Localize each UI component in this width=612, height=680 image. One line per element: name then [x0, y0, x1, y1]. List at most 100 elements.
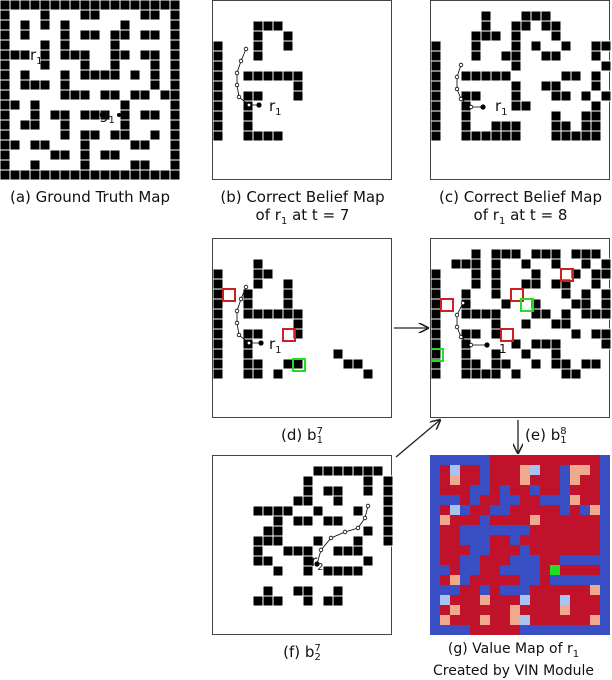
value-cell: [540, 595, 550, 605]
value-cell: [600, 465, 610, 475]
belief-b1-8-wall-cell: [580, 258, 592, 270]
value-cell: [530, 625, 540, 635]
value-cell: [540, 555, 550, 565]
belief-t8-trajectory-node: [458, 62, 464, 68]
panel-correct-belief-t7: r1: [212, 0, 392, 180]
value-cell: [550, 465, 560, 475]
value-cell: [540, 455, 550, 465]
value-cell: [550, 615, 560, 625]
belief-b2-7-wall-cell: [272, 565, 284, 577]
robot-sub-c: 1: [501, 107, 508, 118]
value-cell: [430, 605, 440, 615]
belief-b1-8-wall-cell: [570, 368, 582, 380]
value-cell: [530, 495, 540, 505]
frontier-red-box: [510, 288, 524, 302]
belief-t8-wall-cell: [490, 30, 502, 42]
value-cell: [460, 615, 470, 625]
value-cell: [480, 585, 490, 595]
value-cell: [480, 515, 490, 525]
ground-truth-wall-cell: [119, 49, 131, 61]
value-cell: [600, 475, 610, 485]
value-cell: [470, 595, 480, 605]
robot-partial-label-e: 1: [499, 342, 507, 356]
value-cell: [600, 515, 610, 525]
value-cell: [510, 595, 520, 605]
frontier-green-box: [431, 348, 444, 362]
value-cell: [580, 535, 590, 545]
belief-b2-7-wall-cell: [332, 495, 344, 507]
value-cell: [520, 575, 530, 585]
belief-b1-8-wall-cell: [490, 288, 502, 300]
panel-correct-belief-t8: r1: [430, 0, 611, 180]
robot-label-b: r1: [269, 97, 282, 118]
value-cell: [450, 605, 460, 615]
value-cell: [580, 505, 590, 515]
belief-b2-7-wall-cell: [352, 565, 364, 577]
value-cell: [500, 465, 510, 475]
panel-belief-b1-7: r1: [212, 238, 392, 418]
belief-b1-7-wall-cell: [252, 278, 264, 290]
value-cell: [530, 455, 540, 465]
value-cell: [590, 545, 600, 555]
value-cell: [540, 615, 550, 625]
value-cell: [570, 475, 580, 485]
value-cell: [510, 465, 520, 475]
value-cell: [590, 485, 600, 495]
value-cell: [550, 595, 560, 605]
value-cell: [500, 505, 510, 515]
value-cell: [490, 585, 500, 595]
value-cell: [580, 475, 590, 485]
belief-t8-wall-cell: [560, 40, 572, 52]
value-cell: [440, 615, 450, 625]
value-cell: [600, 585, 610, 595]
robot-sub-d: 1: [275, 345, 282, 356]
panel-belief-b1-8: 1: [430, 238, 611, 418]
value-cell: [570, 535, 580, 545]
value-cell: [570, 605, 580, 615]
ground-truth-wall-cell: [89, 29, 101, 41]
belief-b1-8-wall-cell: [560, 318, 572, 330]
value-cell: [600, 485, 610, 495]
belief-b1-8-grid: [431, 248, 611, 380]
caption-g-line1: (g) Value Map of r1: [415, 641, 612, 663]
belief-b1-7-trajectory-node: [243, 284, 249, 290]
value-cell: [580, 485, 590, 495]
value-cell: [430, 565, 440, 575]
belief-b1-7-wall-cell: [252, 328, 264, 340]
value-cell: [440, 455, 450, 465]
value-cell: [440, 515, 450, 525]
caption-a: (a) Ground Truth Map: [0, 188, 180, 206]
belief-b1-7-trajectory-node: [246, 340, 252, 346]
value-cell: [450, 485, 460, 495]
frontier-green-box: [292, 358, 306, 372]
belief-t8-wall-cell: [510, 60, 522, 72]
value-cell: [510, 495, 520, 505]
caption-a-text: (a) Ground Truth Map: [9, 188, 171, 206]
value-cell: [520, 585, 530, 595]
value-cell: [510, 615, 520, 625]
belief-t8-wall-cell: [560, 90, 572, 102]
value-cell: [570, 495, 580, 505]
belief-t7-trajectory-node: [234, 70, 240, 76]
ground-truth-wall-cell: [59, 129, 71, 141]
belief-b1-7-wall-cell: [292, 328, 304, 340]
value-cell: [450, 615, 460, 625]
belief-t8-wall-cell: [530, 40, 542, 52]
value-cell: [490, 525, 500, 535]
ground-truth-wall-cell: [139, 139, 151, 151]
belief-b2-7-wall-cell: [332, 515, 344, 527]
value-cell: [450, 555, 460, 565]
value-cell: [530, 585, 540, 595]
value-cell: [500, 515, 510, 525]
value-cell: [450, 475, 460, 485]
value-cell: [520, 595, 530, 605]
belief-b1-8-trajectory-node: [454, 312, 460, 318]
value-cell: [460, 475, 470, 485]
belief-t7-wall-cell: [252, 90, 264, 102]
value-cell: [520, 505, 530, 515]
belief-t7-wall-cell: [213, 130, 224, 142]
belief-t8-wall-cell: [600, 40, 611, 52]
value-cell: [590, 555, 600, 565]
goal-sub-a: 1: [108, 115, 115, 126]
